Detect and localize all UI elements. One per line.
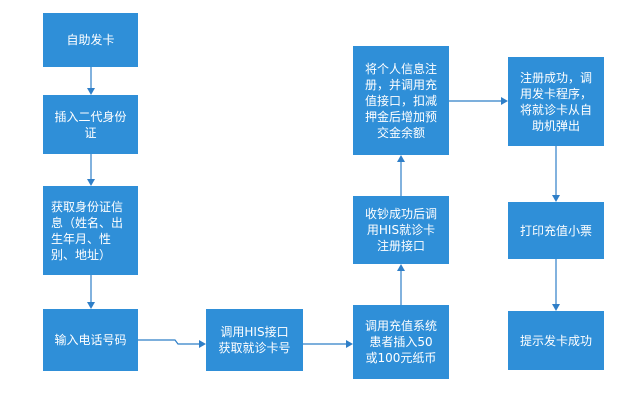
arrowhead-n9-n10 bbox=[552, 195, 560, 202]
edge-n4-n5 bbox=[138, 339, 200, 345]
arrowhead-n7-n8 bbox=[397, 155, 405, 162]
node-register-his-card: 收钞成功后调 用HIS就诊卡 注册接口 bbox=[353, 196, 449, 264]
arrowhead-n5-n6 bbox=[346, 340, 353, 348]
node-enter-phone-number: 输入电话号码 bbox=[43, 309, 138, 371]
arrowhead-n1-n2 bbox=[87, 88, 95, 95]
node-call-his-get-card-number: 调用HIS接口 获取就诊卡号 bbox=[206, 309, 303, 371]
arrowhead-n4-n5 bbox=[199, 340, 206, 348]
node-read-id-info: 获取身份证信 息（姓名、出 生年月、性 别、地址） bbox=[43, 186, 138, 275]
arrowhead-n8-n9 bbox=[501, 97, 508, 105]
arrowhead-n2-n3 bbox=[87, 179, 95, 186]
node-card-issue-success: 提示发卡成功 bbox=[508, 311, 604, 370]
node-insert-id-card: 插入二代身份 证 bbox=[43, 95, 138, 154]
arrowhead-n3-n4 bbox=[87, 302, 95, 309]
arrowhead-n6-n7 bbox=[397, 264, 405, 271]
node-self-service-card-issue: 自助发卡 bbox=[43, 13, 138, 67]
node-register-personal-info: 将个人信息注 册，并调用充 值接口，扣减 押金后增加预 交金余额 bbox=[353, 46, 449, 155]
node-print-recharge-receipt: 打印充值小票 bbox=[508, 202, 604, 259]
node-call-recharge-insert-cash: 调用充值系统 患者插入50 或100元纸币 bbox=[353, 305, 449, 379]
arrowhead-n10-n11 bbox=[552, 304, 560, 311]
node-eject-card: 注册成功，调 用发卡程序， 将就诊卡从自 助机弹出 bbox=[508, 57, 604, 146]
